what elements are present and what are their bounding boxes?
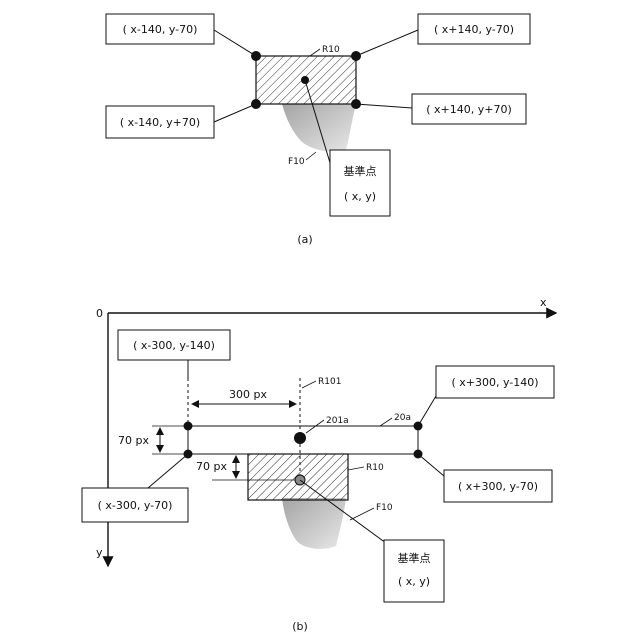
rect-ref-label-a: R10 (322, 45, 340, 55)
dim-70px-mid-label: 70 px (196, 460, 227, 473)
reference-point-coords-b: ( x, y) (398, 575, 430, 588)
corner-label-bl-a: ( x-140, y+70) (120, 116, 200, 129)
dim-70px-left-label: 70 px (118, 434, 149, 447)
caption-b: (b) (292, 620, 308, 633)
corner-dot-tr-a (351, 51, 361, 61)
figure-a: R10 F10 ( x-140, y-70) ( x+140, y-70) ( … (106, 14, 530, 246)
reference-point-coords-a: ( x, y) (344, 190, 376, 203)
axis-origin-label: 0 (96, 307, 103, 320)
finger-ref-label-b: F10 (376, 503, 393, 513)
figure-b: 0 x y 300 px 70 px 70 px (82, 296, 556, 633)
reference-point-title-a: 基準点 (344, 164, 377, 178)
ref-20a-label: 20a (394, 413, 411, 423)
reference-point-title-b: 基準点 (398, 551, 431, 565)
rect-ref-label-b: R10 (366, 463, 384, 473)
axis-x-label: x (540, 296, 547, 309)
mid-dot-201a (294, 432, 306, 444)
finger-shape-b (282, 498, 346, 549)
ref-R101-label: R101 (318, 377, 341, 387)
corner-label-br-b: ( x+300, y-70) (458, 480, 538, 493)
corner-label-tr-a: ( x+140, y-70) (434, 23, 514, 36)
corner-label-tr-b: ( x+300, y-140) (451, 376, 538, 389)
finger-ref-label-a: F10 (288, 157, 305, 167)
corner-dot-tl-b (184, 422, 193, 431)
dim-300px-label: 300 px (229, 388, 267, 401)
axis-y-label: y (96, 546, 103, 559)
corner-label-tl-a: ( x-140, y-70) (123, 23, 198, 36)
ref-201a-label: 201a (326, 416, 349, 426)
corner-dot-tl-a (251, 51, 261, 61)
corner-label-br-a: ( x+140, y+70) (426, 103, 512, 116)
corner-label-bl-b: ( x-300, y-70) (98, 499, 173, 512)
corner-dot-br-a (351, 99, 361, 109)
corner-label-tl-b: ( x-300, y-140) (133, 339, 215, 352)
corner-dot-bl-a (251, 99, 261, 109)
caption-a: (a) (297, 233, 312, 246)
